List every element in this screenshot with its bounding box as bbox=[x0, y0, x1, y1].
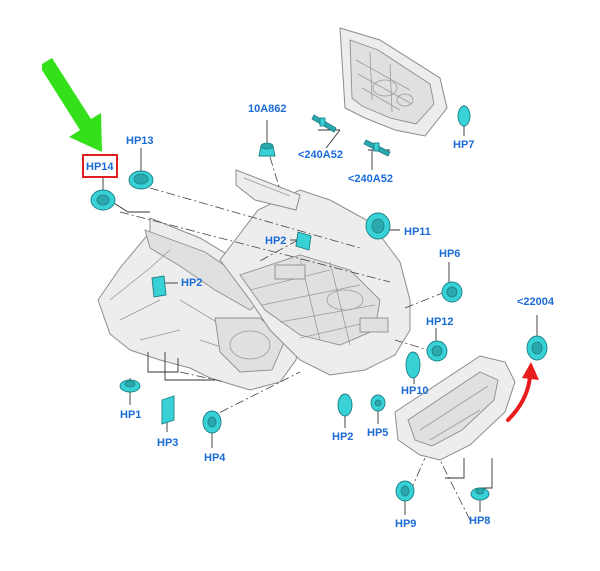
boot-lid bbox=[394, 355, 516, 461]
plug-hp1 bbox=[119, 379, 141, 393]
plug-hp4 bbox=[202, 410, 222, 434]
plug-hp14 bbox=[90, 189, 116, 211]
label-hp7: HP7 bbox=[453, 139, 474, 151]
label-hp10: HP10 bbox=[401, 385, 429, 397]
label-240a52-a: <240A52 bbox=[298, 149, 343, 161]
label-hp1: HP1 bbox=[120, 409, 141, 421]
label-hp4: HP4 bbox=[204, 452, 226, 464]
label-hp2-upper: HP2 bbox=[265, 235, 286, 247]
plug-hp7 bbox=[457, 105, 471, 127]
plug-hp13 bbox=[128, 170, 154, 190]
plug-hp2-lower bbox=[337, 393, 353, 417]
plug-hp10 bbox=[405, 351, 421, 379]
plug-hp11 bbox=[365, 212, 391, 240]
clip-240a52-a bbox=[311, 114, 337, 133]
plug-hp3 bbox=[161, 395, 175, 425]
label-hp12: HP12 bbox=[426, 316, 454, 328]
label-hp11: HP11 bbox=[404, 226, 431, 238]
label-hp5: HP5 bbox=[367, 427, 388, 439]
clip-240a52-b bbox=[363, 139, 391, 157]
floor-structure bbox=[219, 169, 411, 376]
label-hp2-left: HP2 bbox=[181, 277, 202, 289]
red-arrow-indicator bbox=[506, 362, 539, 422]
plug-hp2-left bbox=[151, 275, 167, 298]
rear-door bbox=[339, 27, 448, 137]
label-10a862: 10A862 bbox=[248, 103, 287, 115]
plug-hp8 bbox=[470, 487, 490, 501]
label-hp13: HP13 bbox=[126, 135, 154, 147]
plug-10a862 bbox=[258, 142, 276, 157]
label-hp8: HP8 bbox=[469, 515, 490, 527]
label-hp9: HP9 bbox=[395, 518, 416, 530]
label-hp2-lower: HP2 bbox=[332, 431, 353, 443]
plug-hp5 bbox=[370, 394, 386, 412]
label-240a52-b: <240A52 bbox=[348, 173, 393, 185]
hp14-highlight-box bbox=[82, 154, 118, 178]
plug-hp9 bbox=[395, 480, 415, 502]
label-hp3: HP3 bbox=[157, 437, 178, 449]
plug-22004 bbox=[526, 335, 548, 361]
plug-hp12 bbox=[426, 340, 448, 362]
side-body-panel bbox=[97, 217, 301, 391]
label-22004: <22004 bbox=[517, 296, 555, 308]
part-labels: HP14 HP13 10A862 <240A52 <240A52 HP7 HP2… bbox=[86, 103, 555, 530]
label-hp14: HP14 bbox=[86, 161, 114, 173]
green-arrow-indicator bbox=[42, 58, 102, 152]
plug-hp2-upper bbox=[295, 231, 312, 251]
plug-hp6 bbox=[441, 281, 463, 303]
label-hp6: HP6 bbox=[439, 248, 460, 260]
